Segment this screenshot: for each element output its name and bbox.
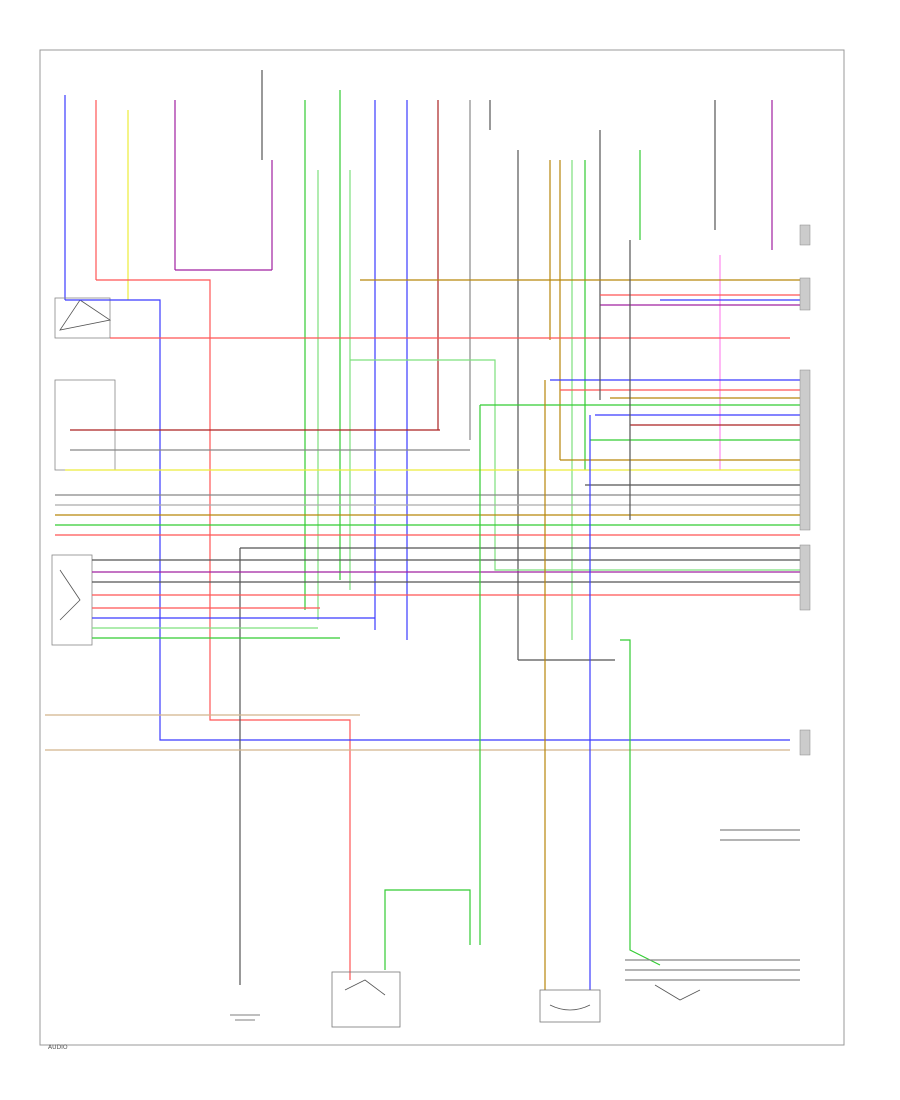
bottom-wires	[384, 380, 800, 990]
horizontal-wires	[45, 240, 800, 985]
switch-box	[539, 989, 601, 1023]
top-connectors	[64, 70, 773, 660]
left-module-box-2	[51, 554, 93, 646]
diagram-frame	[39, 49, 845, 1046]
corner-mark: AUDIO	[48, 1044, 68, 1051]
bottom-components	[230, 971, 701, 1028]
relay-box	[331, 971, 401, 1028]
left-module-box-1	[54, 379, 116, 471]
left-components	[51, 297, 116, 646]
left-switch-box	[54, 297, 111, 339]
right-connector-pins	[799, 224, 811, 756]
